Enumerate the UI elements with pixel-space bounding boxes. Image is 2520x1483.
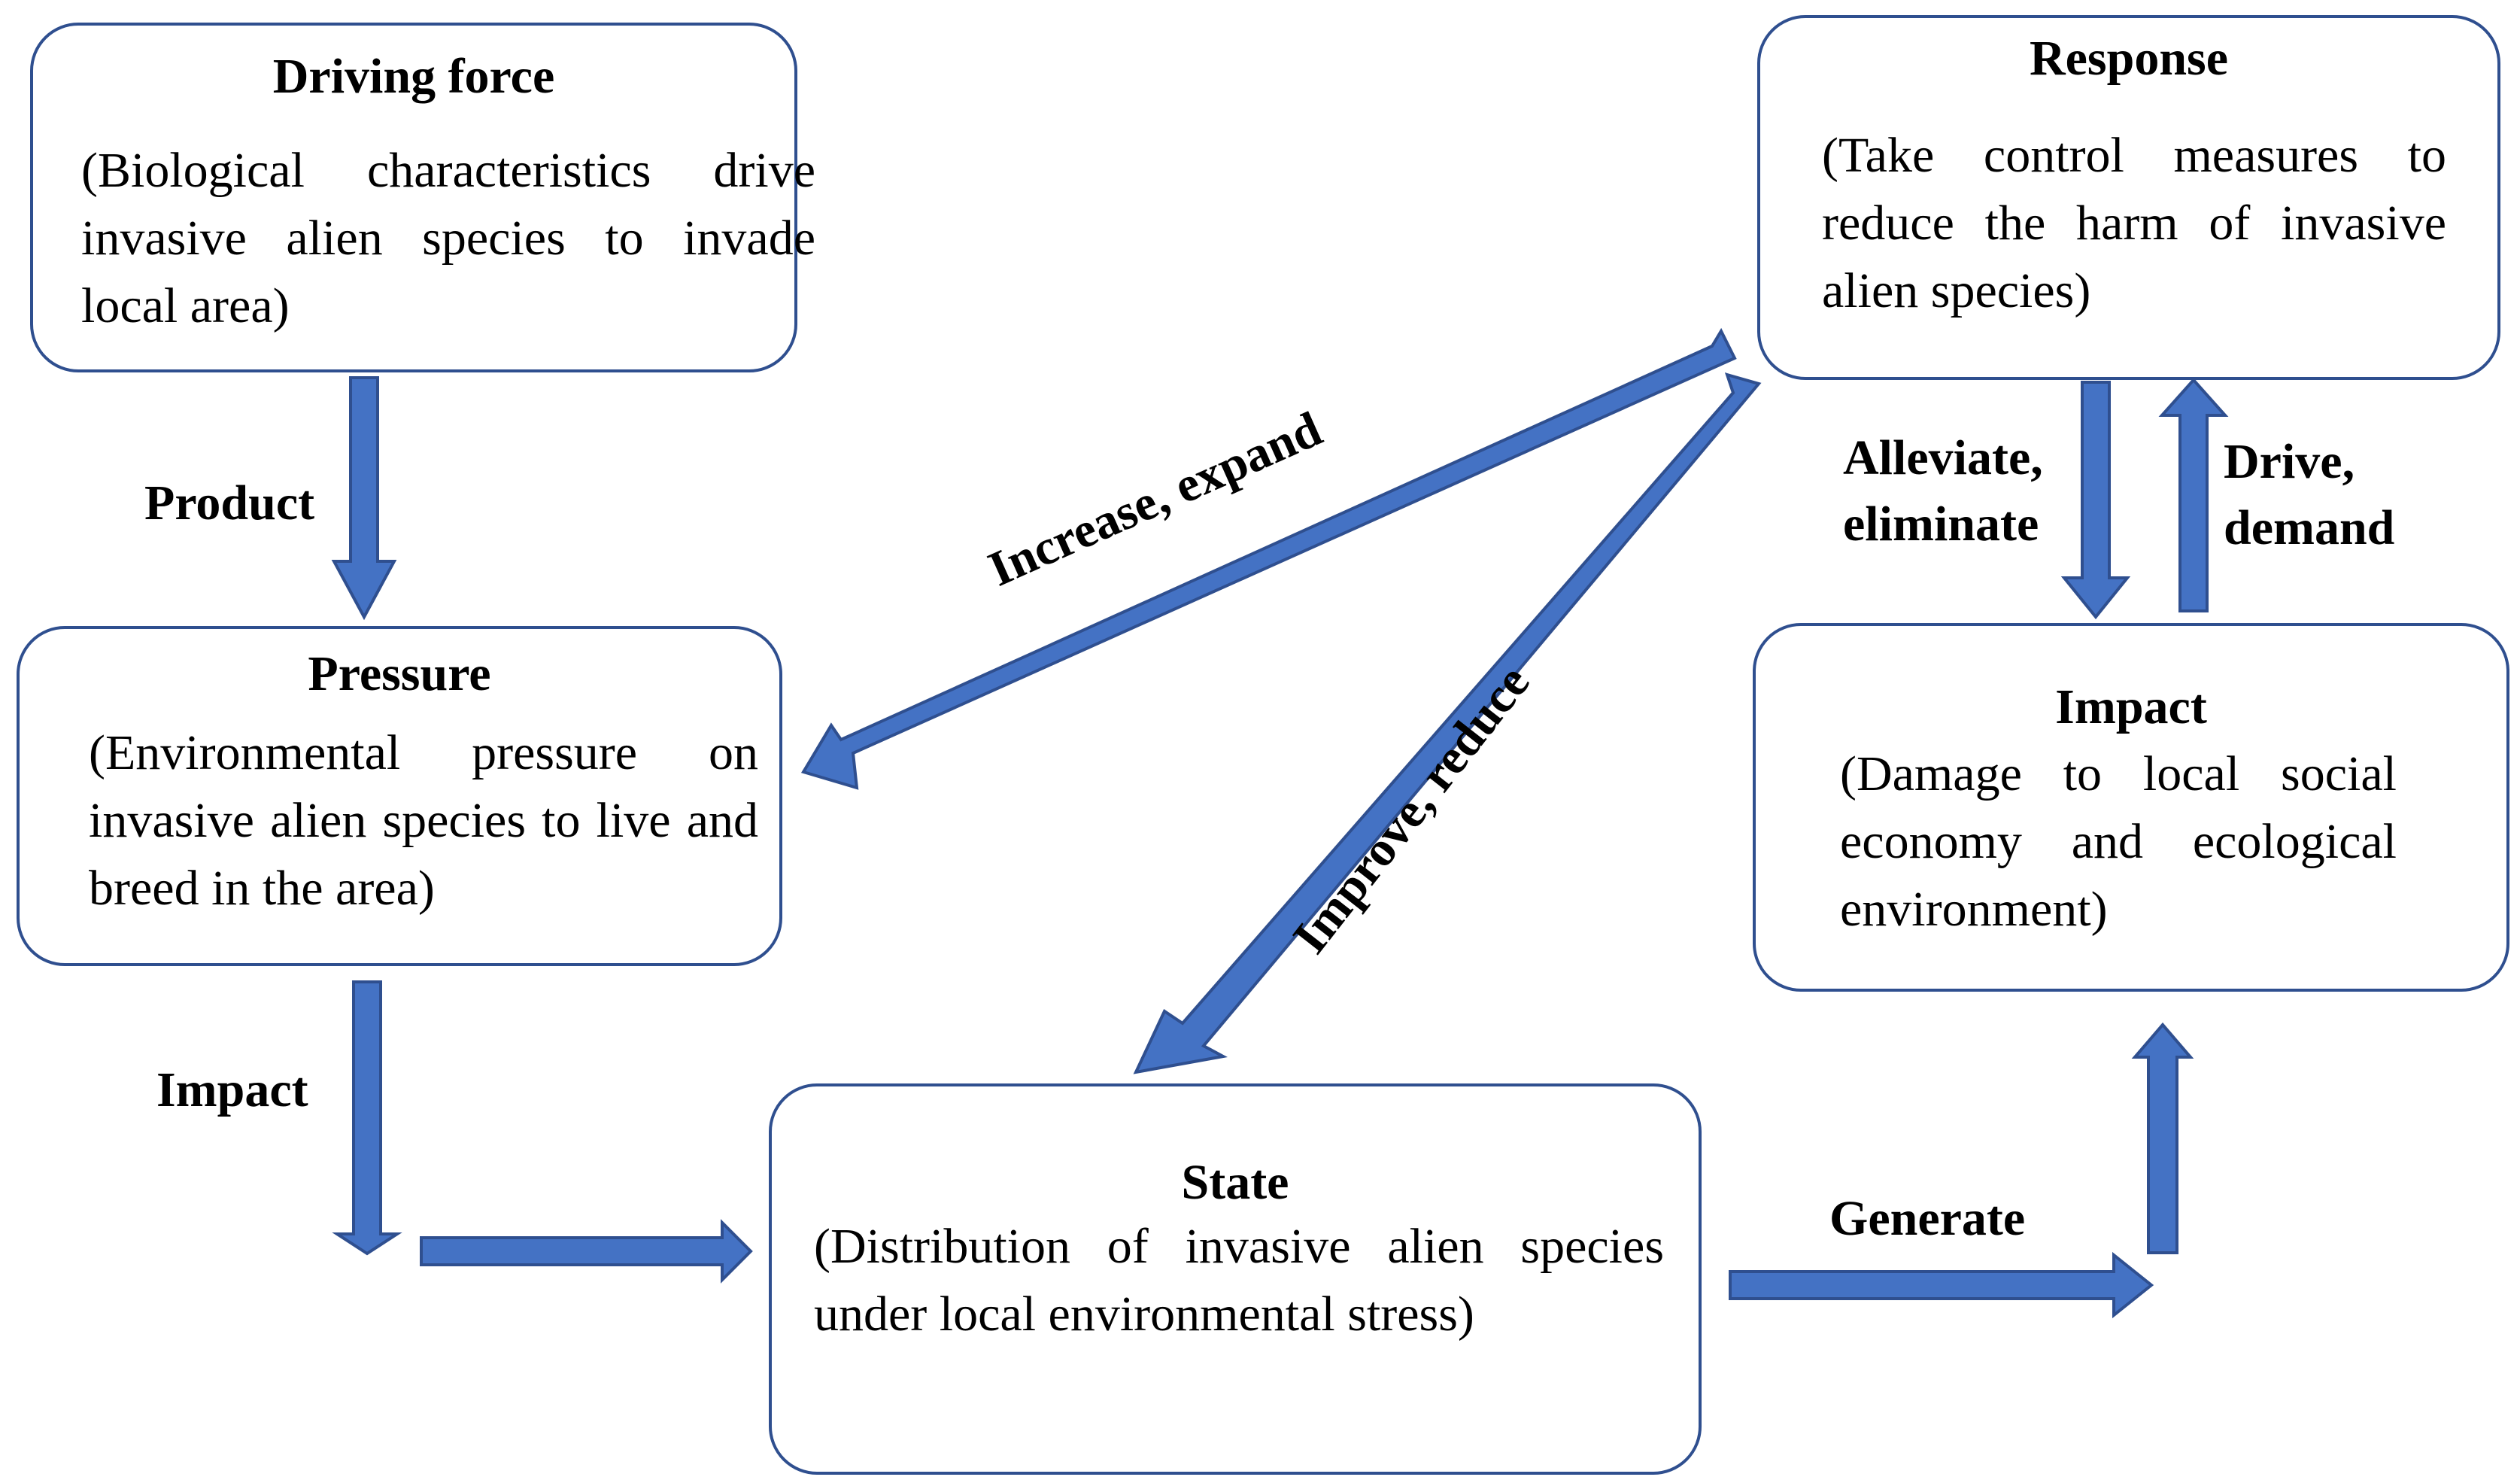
arrow-pressure-to-state bbox=[420, 1219, 753, 1284]
label-eliminate: eliminate bbox=[1843, 497, 2039, 552]
label-drive-demand: Drive, demand bbox=[2224, 429, 2394, 561]
label-generate: Generate bbox=[1829, 1191, 2026, 1246]
arrow-generate-to-impact bbox=[2131, 1022, 2194, 1254]
arrow-state-to-generate bbox=[1729, 1251, 2154, 1319]
label-drive: Drive, bbox=[2224, 434, 2355, 489]
impact-box: Impact (Damage to local social economy a… bbox=[1753, 623, 2509, 992]
arrow-driving-to-pressure bbox=[331, 376, 397, 621]
arrow-response-to-impact bbox=[2060, 381, 2131, 620]
arrow-impact-to-response bbox=[2158, 377, 2229, 612]
arrow-response-to-state bbox=[1133, 372, 1762, 1074]
label-alleviate: Alleviate, bbox=[1843, 430, 2043, 485]
state-title: State bbox=[1181, 1155, 1289, 1210]
label-impact-edge: Impact bbox=[156, 1062, 308, 1117]
response-body: (Take control measures to reduce the har… bbox=[1822, 128, 2446, 318]
arrow-response-to-pressure bbox=[800, 327, 1737, 790]
state-box: State (Distribution of invasive alien sp… bbox=[769, 1083, 1702, 1475]
arrow-pressure-down bbox=[332, 980, 402, 1256]
label-alleviate-eliminate: Alleviate, eliminate bbox=[1843, 425, 2043, 558]
response-box: Response (Take control measures to reduc… bbox=[1757, 15, 2500, 380]
pressure-box: Pressure (Environmental pressure on inva… bbox=[17, 626, 782, 966]
driving-force-title: Driving force bbox=[272, 49, 555, 104]
label-demand: demand bbox=[2224, 500, 2395, 555]
impact-title: Impact bbox=[2055, 679, 2207, 734]
state-body: (Distribution of invasive alien species … bbox=[814, 1219, 1664, 1342]
response-title: Response bbox=[2029, 31, 2229, 86]
driving-force-body: (Biological characteristics drive invasi… bbox=[81, 143, 815, 333]
driving-force-box: Driving force (Biological characteristic… bbox=[30, 23, 815, 372]
pressure-title: Pressure bbox=[308, 646, 491, 701]
pressure-body: (Environmental pressure on invasive alie… bbox=[89, 725, 758, 916]
label-product: Product bbox=[144, 476, 315, 530]
impact-body: (Damage to local social economy and ecol… bbox=[1840, 746, 2397, 937]
